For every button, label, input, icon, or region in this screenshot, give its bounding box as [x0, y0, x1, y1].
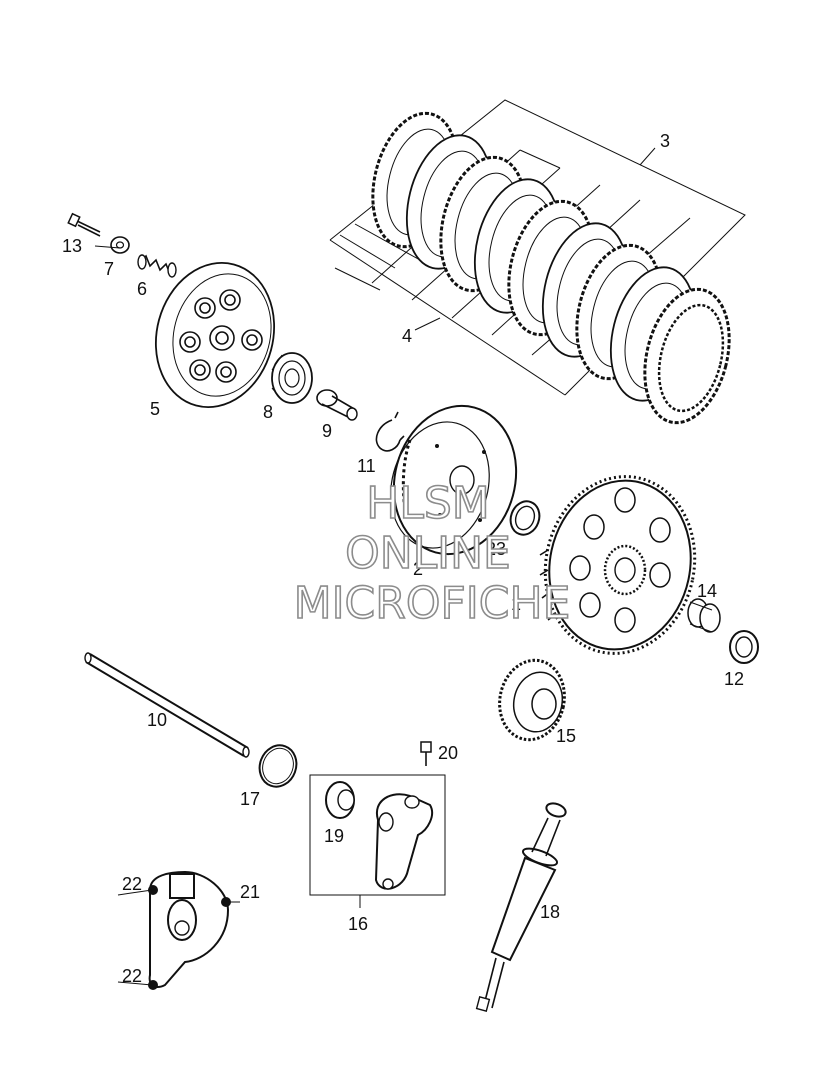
label-23: 23	[486, 539, 506, 559]
gear-15	[498, 658, 566, 742]
clutch-plate	[643, 287, 731, 425]
clutch-hub-2	[390, 404, 518, 556]
screw-20	[420, 741, 432, 766]
lever-16	[374, 793, 434, 890]
label-16: 16	[348, 914, 368, 934]
label-13: 13	[62, 236, 82, 256]
pin-9	[316, 389, 358, 421]
o-ring-17	[258, 744, 298, 788]
label-20: 20	[438, 743, 458, 763]
label-18: 18	[540, 902, 560, 922]
label-12: 12	[724, 669, 744, 689]
clutch-plate-inner	[657, 303, 725, 413]
label-5: 5	[150, 399, 160, 419]
watermark: HLSM ONLINE MICROFICHE	[293, 477, 571, 630]
label-2: 2	[413, 559, 423, 579]
watermark-line-1: HLSM	[366, 478, 490, 529]
label-19: 19	[324, 826, 344, 846]
label-6: 6	[137, 279, 147, 299]
label-22b: 22	[122, 966, 142, 986]
label-14: 14	[697, 581, 717, 601]
label-4: 4	[402, 326, 412, 346]
label-7: 7	[104, 259, 114, 279]
label-21: 21	[240, 882, 260, 902]
bolt-13	[67, 212, 101, 237]
label-22a: 22	[122, 874, 142, 894]
label-1: 1	[511, 594, 521, 614]
label-17: 17	[240, 789, 260, 809]
circlip-11	[375, 411, 405, 452]
cylinder-18	[475, 802, 567, 1012]
label-9: 9	[322, 421, 332, 441]
clutch-plate-stack	[329, 99, 746, 425]
push-rod-10	[84, 652, 250, 758]
label-8: 8	[263, 402, 273, 422]
spring-6	[137, 254, 177, 278]
pressure-plate-5	[154, 262, 276, 408]
washer-7	[110, 236, 130, 254]
primary-gear-1	[539, 475, 697, 655]
label-3: 3	[660, 131, 670, 151]
leader-lines	[94, 147, 656, 986]
slave-cylinder-group-16	[309, 774, 446, 908]
bearing-8	[271, 352, 313, 404]
part-labels: 3 4 13 7 6 5 8 9 11 23 2 1 14 12 10 15 2…	[62, 131, 744, 986]
watermark-line-3: MICROFICHE	[294, 578, 571, 629]
label-15: 15	[556, 726, 576, 746]
label-10: 10	[147, 710, 167, 730]
label-11: 11	[357, 456, 376, 476]
washer-12	[729, 630, 759, 664]
watermark-line-2: ONLINE	[345, 528, 511, 579]
ring-23	[509, 500, 541, 536]
bushing-19	[325, 781, 355, 819]
cover-21-22	[148, 870, 231, 990]
needle-bearing-14	[687, 598, 721, 633]
